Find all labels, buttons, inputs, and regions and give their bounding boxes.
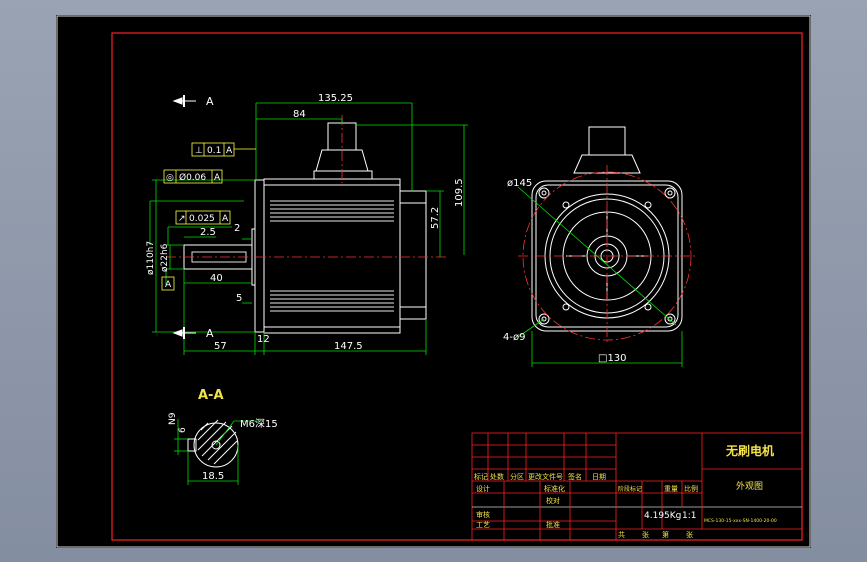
tb-view-name: 外观图 [736,480,763,492]
tb-hdr-stage: 阶段标记 [618,485,642,493]
dim-dia-22: ø22h6 [160,243,170,272]
dim-2-5: 2.5 [200,227,216,238]
datum-label: A [165,280,172,290]
dim-84: 84 [293,109,306,120]
tb-hdr-zone: 分区 [510,472,524,481]
dim-18-5: 18.5 [202,471,224,482]
section-arrows [172,95,196,339]
front-redlines [518,165,696,345]
tb-hdr-sign: 签名 [568,472,582,481]
dim-n9: N9 [168,412,178,425]
tb-title: 无刷电机 [725,443,774,458]
dim-2: 2 [234,223,240,234]
tol1-symbol: ⊥ [195,146,203,156]
dim-57: 57 [214,341,227,352]
section-marker-bottom: A [206,327,214,340]
tb-sheet-no: 第 [662,530,669,539]
tb-hdr-weight: 重量 [664,485,678,493]
section-title: A-A [198,388,224,403]
dim-4-dia-9: 4-ø9 [503,332,525,343]
section-aa-view [187,419,239,468]
outer-frame [56,15,811,548]
tb-row-review: 校对 [546,496,560,505]
centerlines [166,115,446,258]
tol1-ref: A [226,146,233,156]
tb-row-std: 标准化 [544,484,565,493]
tb-sheet-total: 共 [618,530,625,539]
tb-row-check: 审核 [476,510,490,519]
section-marker-top: A [206,95,214,108]
tol3-value: 0.025 [189,214,215,224]
tb-hdr-date: 日期 [592,473,606,481]
tb-hdr-scale: 比例 [684,484,698,493]
tol2-value: Ø0.06 [179,172,206,183]
tb-weight: 4.195Kg [644,511,681,521]
tb-row-design: 设计 [476,484,490,493]
tol2-ref: A [214,173,221,183]
inner-frame [111,32,803,541]
tb-hdr-mark: 标记 [474,472,488,481]
dim-135-25: 135.25 [318,93,353,104]
dim-key-6: 6 [178,427,188,433]
tb-row-approve: 批准 [546,520,560,529]
tb-sheet-unit: 张 [642,530,649,539]
dim-square-130: □130 [598,353,627,364]
dim-109-5: 109.5 [454,178,465,207]
dim-12: 12 [257,334,270,345]
tol1-value: 0.1 [207,146,221,156]
dim-40: 40 [210,273,223,284]
tb-row-process: 工艺 [476,521,490,529]
dim-5: 5 [236,293,242,304]
dim-m6: M6深15 [240,418,278,430]
tol2-symbol: ◎ [166,173,174,183]
tb-scale: 1:1 [682,511,696,521]
tb-drawing-no: MCS-130-15-xxx-SN-1400-20-00 [704,518,777,524]
dim-57-2: 57.2 [430,207,441,229]
tb-sheet-unit2: 张 [686,530,693,539]
side-view [183,122,427,334]
section-dim-lines [174,419,264,485]
front-dim-lines [517,186,683,367]
dim-dia-110: ø110h7 [146,241,156,275]
side-dim-lines [149,102,468,355]
tb-hdr-count: 处数 [490,472,504,481]
dim-dia-145: ø145 [507,178,532,189]
dim-147-5: 147.5 [334,341,363,352]
drawing-canvas: A A ⊥ 0.1 A ◎ Ø0.06 A ↗ 0.025 A A 135.25… [56,15,811,548]
tb-hdr-doc: 更改文件号 [528,472,563,481]
tol3-symbol: ↗ [178,214,186,224]
title-block [471,432,803,541]
tolerance-frames [161,142,256,291]
tol3-ref: A [222,214,229,224]
